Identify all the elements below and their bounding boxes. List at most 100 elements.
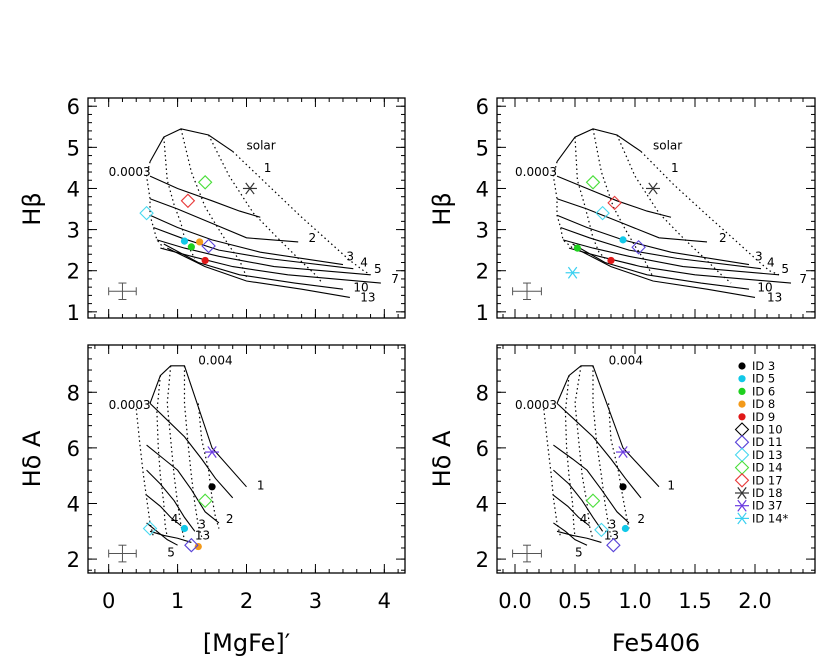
data-point-id-14star xyxy=(565,266,580,279)
data-point-id-13 xyxy=(595,205,610,221)
model-grid-label: 1 xyxy=(671,161,679,175)
model-grid-label: 13 xyxy=(604,529,619,543)
y-axis-label: Hβ xyxy=(428,192,456,225)
model-age-line xyxy=(149,128,234,163)
model-age-line xyxy=(149,402,234,499)
model-grid-label: 2 xyxy=(309,231,317,245)
model-grid-label: 3 xyxy=(609,518,617,532)
data-point-id-9 xyxy=(607,256,615,265)
model-grid-label: 0.0003 xyxy=(515,165,557,179)
y-tick-label: 2 xyxy=(476,260,489,284)
model-grid-label: 13 xyxy=(195,529,210,543)
model-metallicity-line xyxy=(616,134,732,284)
legend-label: ID 10 xyxy=(752,423,783,437)
model-metallicity-line xyxy=(208,134,323,284)
legend-symbol xyxy=(738,362,746,370)
plot-frame xyxy=(496,97,816,319)
data-point-id-14 xyxy=(585,493,601,508)
model-metallicity-line xyxy=(640,151,780,276)
model-grid-label: 7 xyxy=(799,272,807,286)
legend-label: ID 8 xyxy=(752,397,775,411)
model-age-line xyxy=(572,243,750,290)
data-point-id-8 xyxy=(196,238,204,246)
typical-error-bar xyxy=(108,282,137,300)
model-grid-label: 0.0003 xyxy=(515,398,557,412)
model-metallicity-line xyxy=(163,137,196,259)
model-metallicity-line xyxy=(608,403,630,529)
data-point-id-5 xyxy=(621,524,630,533)
model-grid-label: solar xyxy=(247,138,276,152)
y-tick-label: 1 xyxy=(67,301,80,325)
data-point-id-18 xyxy=(646,182,660,195)
legend-label: ID 14 xyxy=(752,461,783,475)
model-grid-label: solar xyxy=(653,138,682,152)
x-tick-label: 2.0 xyxy=(738,589,771,613)
model-metallicity-line xyxy=(145,161,165,249)
y-tick-label: 2 xyxy=(67,260,80,284)
data-point-id-5 xyxy=(619,236,627,244)
model-grid-label: 2 xyxy=(719,231,727,245)
data-point-id-6 xyxy=(573,244,582,252)
model-grid-label: 5 xyxy=(167,545,175,559)
model-grid-label: 2 xyxy=(226,512,234,526)
model-age-line xyxy=(574,247,756,298)
legend-symbol xyxy=(738,387,746,395)
model-age-line xyxy=(562,239,780,276)
model-age-line xyxy=(556,198,708,243)
model-grid-label: 7 xyxy=(391,272,399,286)
typical-error-bar xyxy=(512,282,542,300)
legend-label: ID 11 xyxy=(752,435,783,449)
data-point-id-11 xyxy=(631,239,646,255)
y-tick-label: 4 xyxy=(476,492,489,516)
model-age-line xyxy=(556,530,602,543)
model-grid-label: 3 xyxy=(198,518,206,532)
model-grid-label: 3 xyxy=(346,249,354,263)
y-tick-label: 4 xyxy=(67,492,80,516)
data-point-id-3 xyxy=(208,483,216,491)
data-point-id-13 xyxy=(142,521,158,536)
model-grid-label: 4 xyxy=(171,512,179,526)
y-tick-label: 4 xyxy=(67,177,80,201)
data-point-id-14 xyxy=(585,175,601,190)
typical-error-bar xyxy=(512,544,542,563)
model-metallicity-line xyxy=(543,408,562,538)
model-age-line xyxy=(146,444,220,524)
model-metallicity-line xyxy=(574,137,606,259)
y-tick-label: 6 xyxy=(67,437,80,461)
data-point-id-8 xyxy=(194,542,202,551)
legend-symbol xyxy=(735,499,749,512)
model-grid-label: 13 xyxy=(767,291,782,305)
model-metallicity-line xyxy=(135,408,155,537)
typical-error-bar xyxy=(108,544,137,563)
model-grid-label: 1 xyxy=(264,161,272,175)
model-metallicity-line xyxy=(180,128,248,278)
legend-symbol xyxy=(738,375,746,383)
legend-symbol xyxy=(738,413,746,421)
y-tick-label: 6 xyxy=(476,95,489,119)
legend-symbol xyxy=(734,473,750,488)
model-age-line xyxy=(146,494,182,527)
model-age-line xyxy=(556,175,672,218)
model-metallicity-line xyxy=(552,161,573,249)
model-grid-label: 1 xyxy=(667,479,675,493)
model-age-line xyxy=(553,494,590,527)
y-axis-label: Hδ A xyxy=(428,430,456,487)
legend-label: ID 37 xyxy=(752,499,783,513)
x-tick-label: 1.5 xyxy=(678,589,711,613)
data-point-id-11 xyxy=(184,537,199,553)
x-tick-label: 0.5 xyxy=(558,589,591,613)
data-point-id-6 xyxy=(187,243,195,251)
model-metallicity-line xyxy=(197,403,220,529)
data-point-id-18 xyxy=(242,182,257,195)
model-metallicity-line xyxy=(564,375,576,537)
data-point-id-14 xyxy=(197,493,213,508)
model-grid-label: 5 xyxy=(781,262,789,276)
y-tick-label: 8 xyxy=(476,381,489,405)
model-age-line xyxy=(556,128,642,163)
model-age-line xyxy=(153,227,354,270)
model-age-line xyxy=(149,198,299,243)
